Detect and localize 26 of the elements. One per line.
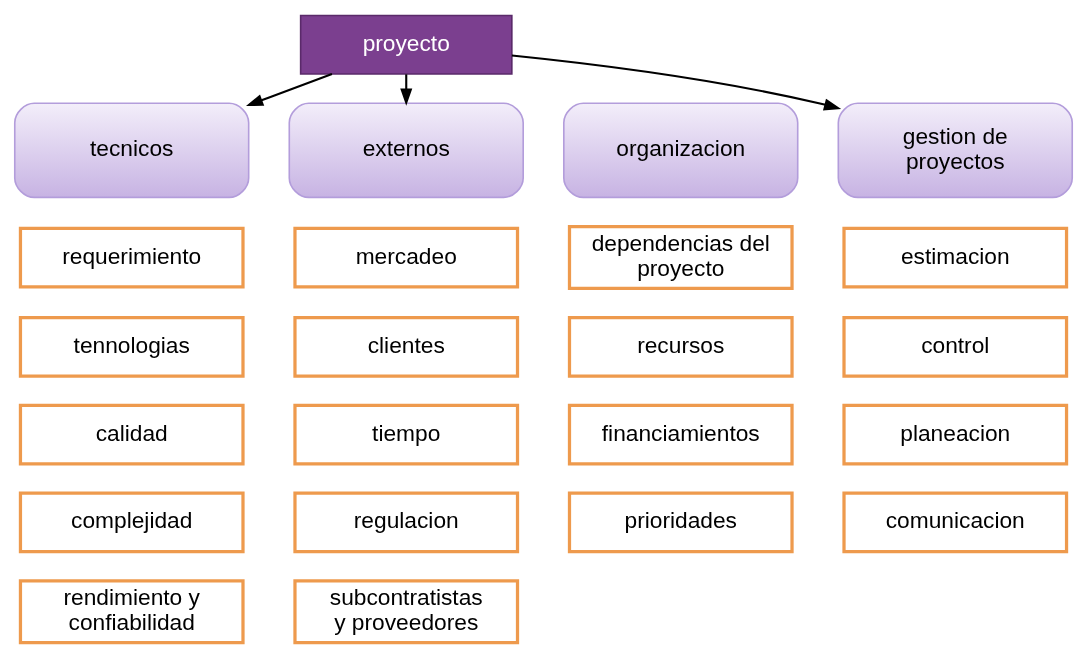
node-box: comunicacion xyxy=(842,490,1069,553)
arrow xyxy=(511,53,842,110)
node-box: proyecto xyxy=(299,14,513,75)
node-box: tiempo xyxy=(293,403,520,465)
node-box: tennologias xyxy=(18,315,245,378)
node-box: rendimiento y confiabilidad xyxy=(18,578,245,644)
node-box: dependencias del proyecto xyxy=(567,224,794,290)
node-box: requerimiento xyxy=(18,226,245,288)
node-box: regulacion xyxy=(293,490,520,553)
node-box: financiamientos xyxy=(567,403,794,465)
node-box: externos xyxy=(288,101,524,198)
node-box: calidad xyxy=(18,403,245,465)
node-box: organizacion xyxy=(563,101,799,198)
node-box: complejidad xyxy=(18,490,245,553)
arrow xyxy=(245,72,333,106)
node-box: mercadeo xyxy=(293,226,520,288)
node-box: clientes xyxy=(293,315,520,378)
node-box: tecnicos xyxy=(13,101,250,198)
node-box: planeacion xyxy=(842,403,1069,465)
node-box: control xyxy=(842,315,1069,378)
node-box: gestion de proyectos xyxy=(837,101,1074,198)
node-box: prioridades xyxy=(567,490,794,553)
node-box: estimacion xyxy=(842,226,1069,288)
node-box: subcontratistas y proveedores xyxy=(293,578,520,644)
node-box: recursos xyxy=(567,315,794,378)
arrow xyxy=(400,73,413,106)
